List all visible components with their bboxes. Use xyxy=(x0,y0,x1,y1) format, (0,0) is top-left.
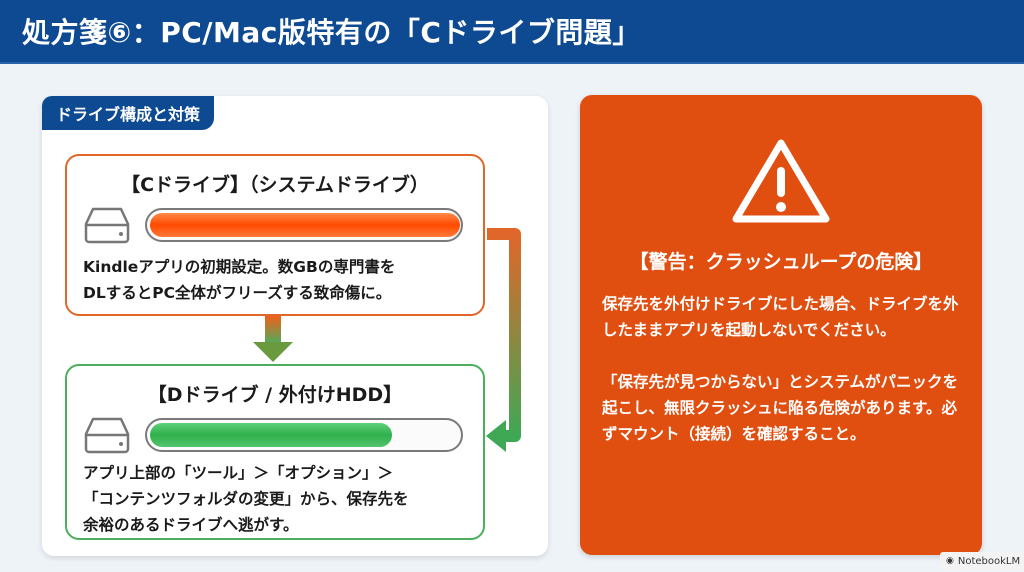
notebooklm-logo-icon: ◉ xyxy=(946,556,954,566)
c-drive-usage-bar xyxy=(145,208,463,242)
warning-body: 保存先を外付けドライブにした場合、ドライブを外したままアプリを起動しないでくださ… xyxy=(602,291,960,473)
c-drive-usage-fill xyxy=(150,213,460,237)
hdd-icon xyxy=(84,417,130,454)
d-drive-description: アプリ上部の「ツール」＞「オプション」＞ 「コンテンツフォルダの変更」から、保存… xyxy=(83,460,473,538)
c-drive-description: Kindleアプリの初期設定。数GBの専門書を DLするとPC全体がフリーズする… xyxy=(83,254,473,306)
desc-line: Kindleアプリの初期設定。数GBの専門書を xyxy=(83,258,396,276)
desc-line: 「コンテンツフォルダの変更」から、保存先を xyxy=(83,490,409,508)
c-drive-title: 【Cドライブ】（システムドライブ） xyxy=(121,174,429,196)
warning-title: 【警告：クラッシュループの危険】 xyxy=(629,251,933,273)
warning-paragraph: 「保存先が見つからない」とシステムがパニックを起こし、無限クラッシュに陥る危険が… xyxy=(602,373,959,443)
warning-triangle-icon xyxy=(732,139,830,223)
page-title: 処方箋⑥：PC/Mac版特有の「Cドライブ問題」 xyxy=(22,16,641,49)
warning-panel: 【警告：クラッシュループの危険】 保存先を外付けドライブにした場合、ドライブを外… xyxy=(580,95,982,555)
c-drive-card: 【Cドライブ】（システムドライブ） Kindleアプリの初期設定。数GBの専門書… xyxy=(65,154,485,316)
d-drive-usage-bar xyxy=(145,418,463,452)
desc-line: 余裕のあるドライブへ逃がす。 xyxy=(83,516,299,534)
desc-line: アプリ上部の「ツール」＞「オプション」＞ xyxy=(83,464,394,482)
hdd-icon xyxy=(84,207,130,244)
desc-line: DLするとPC全体がフリーズする致命傷に。 xyxy=(83,284,392,302)
header-bar: 処方箋⑥：PC/Mac版特有の「Cドライブ問題」 xyxy=(0,0,1024,64)
section-label: ドライブ構成と対策 xyxy=(42,96,215,130)
badge-label: NotebookLM xyxy=(957,555,1021,567)
notebooklm-badge: ◉ NotebookLM xyxy=(940,552,1024,570)
d-drive-title: 【Dドライブ / 外付けHDD】 xyxy=(147,384,403,406)
warning-paragraph: 保存先を外付けドライブにした場合、ドライブを外したままアプリを起動しないでくださ… xyxy=(602,295,959,339)
d-drive-usage-fill xyxy=(150,423,392,447)
d-drive-card: 【Dドライブ / 外付けHDD】 アプリ上部の「ツール」＞「オプション」＞ 「コ… xyxy=(65,364,485,540)
